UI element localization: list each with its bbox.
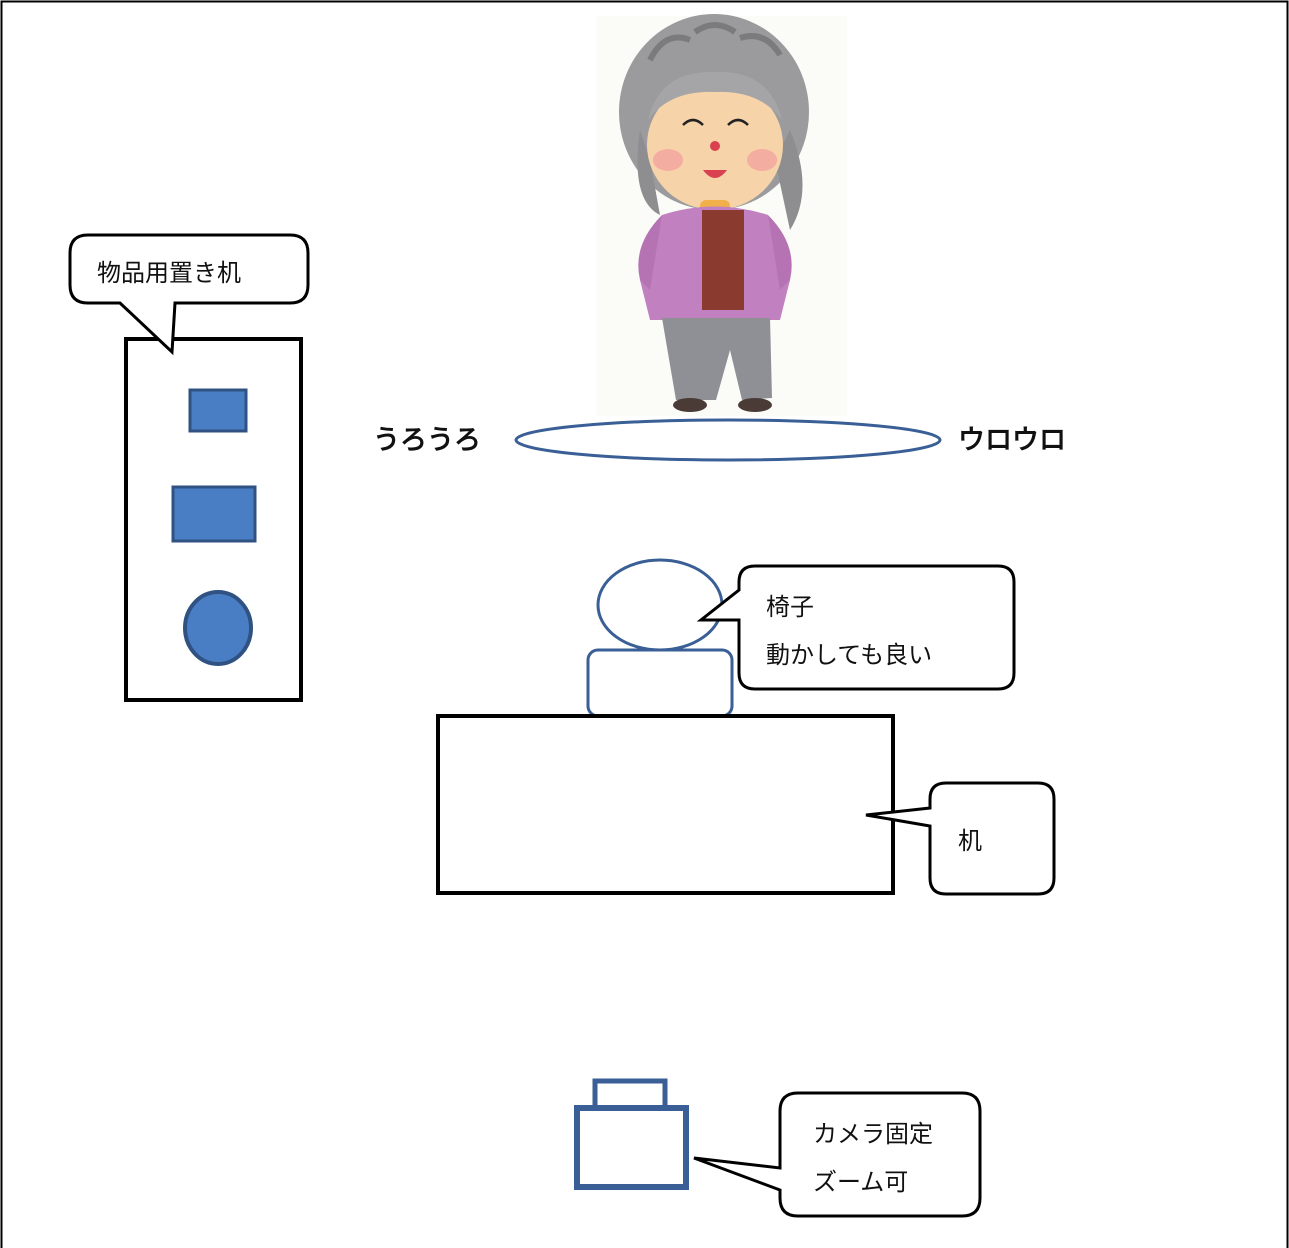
item-circle xyxy=(183,590,253,666)
desk-callout: 机 xyxy=(865,781,1056,896)
item-small-rectangle xyxy=(188,388,248,433)
chair-callout-bubble xyxy=(696,564,1016,691)
hair-bangs xyxy=(648,71,782,120)
trousers xyxy=(662,318,772,400)
camera-top xyxy=(592,1078,668,1111)
arm-right xyxy=(768,215,792,290)
arm-left xyxy=(638,215,662,290)
wandering-label-left: うろうろ xyxy=(373,425,481,456)
eye-right xyxy=(727,118,749,126)
mouth xyxy=(703,170,727,178)
nose xyxy=(710,141,720,151)
desk-callout-bubble xyxy=(865,781,1056,896)
camera-callout-bubble xyxy=(693,1091,982,1218)
eye-left xyxy=(682,118,704,126)
camera-icon xyxy=(574,1078,689,1190)
chair-seat xyxy=(586,648,734,718)
desk xyxy=(436,714,895,895)
shelf-callout-bubble xyxy=(68,233,310,356)
hair-side-left xyxy=(637,130,660,215)
wandering-area-ellipse xyxy=(514,418,942,462)
camera-body xyxy=(574,1105,689,1190)
chair-callout-line1: 椅子 xyxy=(766,593,814,621)
cheek-right xyxy=(747,149,777,171)
shoe-right xyxy=(738,398,772,412)
shelf-callout: 物品用置き机 xyxy=(68,233,310,356)
item-large-rectangle xyxy=(171,485,257,543)
chair-callout-line2: 動かしても良い xyxy=(766,641,932,669)
chair-backrest xyxy=(596,558,724,652)
shelf-callout-text: 物品用置き机 xyxy=(97,259,241,287)
shoe-left xyxy=(673,398,707,412)
cheek-left xyxy=(653,149,683,171)
hair-strands xyxy=(647,22,783,62)
desk-callout-text: 机 xyxy=(958,827,982,855)
camera-callout-line1: カメラ固定 xyxy=(813,1120,933,1148)
camera-callout-line2: ズーム可 xyxy=(813,1168,908,1196)
elderly-woman-illustration xyxy=(597,14,847,416)
wandering-label-right: ウロウロ xyxy=(958,425,1066,456)
inner-shirt xyxy=(702,210,744,310)
chair-callout: 椅子 動かしても良い xyxy=(696,564,1016,691)
camera-callout: カメラ固定 ズーム可 xyxy=(693,1091,982,1218)
